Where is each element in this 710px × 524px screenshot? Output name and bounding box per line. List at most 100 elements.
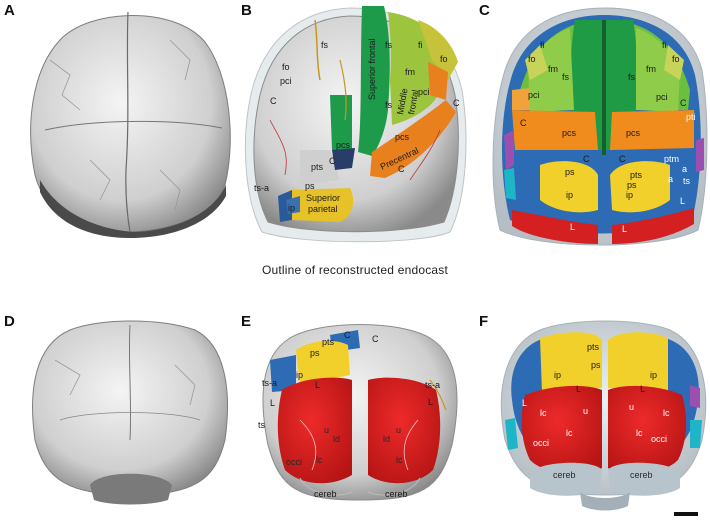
label-l: L	[315, 380, 320, 390]
label-a: a	[682, 164, 687, 174]
label-fs: fs	[385, 40, 393, 50]
label-lc: lc	[566, 428, 573, 438]
label-l: L	[622, 224, 627, 234]
label-ps: ps	[565, 167, 575, 177]
label-lc: lc	[316, 455, 323, 465]
label-occi: occi	[533, 438, 549, 448]
label-ps: ps	[627, 180, 637, 190]
label-u: u	[396, 425, 401, 435]
label-ts-a: ts-a	[425, 380, 440, 390]
label-parietal: parietal	[308, 204, 338, 214]
label-u: u	[324, 425, 329, 435]
label-pcs: pcs	[626, 128, 641, 138]
label-fs: fs	[628, 72, 636, 82]
label-pci: pci	[418, 87, 430, 97]
label-pts: pts	[630, 170, 643, 180]
endocast-top-view: fi fi fo fo fs fs fm fm pci pci pcs pcs …	[492, 7, 708, 246]
panel-label-d: D	[4, 313, 15, 330]
label-c: C	[520, 118, 527, 128]
label-fo: fo	[282, 62, 290, 72]
label-l: L	[576, 384, 581, 394]
label-a: a	[668, 174, 673, 184]
label-fm: fm	[548, 64, 558, 74]
label-c: C	[329, 156, 336, 166]
label-l: L	[428, 397, 433, 407]
label-superior-frontal: Superior frontal	[367, 38, 377, 100]
label-fi: fi	[540, 40, 545, 50]
label-c: C	[398, 164, 405, 174]
label-ip: ip	[296, 370, 303, 380]
label-ip: ip	[288, 203, 295, 213]
label-c: C	[344, 330, 351, 340]
endocast-skull-top-view: fs fs fi fm fo fo pci pci fs C C pcs pcs…	[244, 6, 467, 243]
label-pcs: pcs	[562, 128, 577, 138]
label-u: u	[583, 406, 588, 416]
panel-label-a: A	[4, 2, 15, 19]
label-u: u	[629, 402, 634, 412]
label-fs: fs	[321, 40, 329, 50]
label-fs: fs	[385, 100, 393, 110]
figure-caption: Outline of reconstructed endocast	[261, 263, 449, 277]
label-fo: fo	[672, 54, 680, 64]
label-ts: ts	[683, 176, 691, 186]
label-ts-a: ts-a	[254, 183, 269, 193]
scale-bar	[674, 512, 698, 516]
skull-top-view	[30, 11, 231, 238]
label-ip: ip	[626, 190, 633, 200]
label-ld: ld	[333, 434, 340, 444]
label-fo: fo	[528, 54, 536, 64]
label-c: C	[583, 154, 590, 164]
label-lc: lc	[540, 408, 547, 418]
skull-posterior-view	[32, 320, 228, 505]
label-pci: pci	[280, 76, 292, 86]
label-cereb: cereb	[385, 489, 408, 499]
label-l: L	[522, 398, 527, 408]
label-pci: pci	[528, 90, 540, 100]
label-fi: fi	[662, 40, 667, 50]
label-pti: pti	[686, 112, 696, 122]
label-cereb: cereb	[553, 470, 576, 480]
label-lc: lc	[636, 428, 643, 438]
label-ptm: ptm	[664, 154, 679, 164]
label-lc: lc	[663, 408, 670, 418]
label-pci: pci	[656, 92, 668, 102]
label-pcs: pcs	[395, 132, 410, 142]
label-l: L	[570, 222, 575, 232]
panel-label-e: E	[241, 313, 252, 330]
label-frontal: frontal	[406, 89, 420, 115]
endocast-posterior-view: pts ps ip ip L L L u u lc lc lc lc occi …	[500, 320, 707, 511]
label-cereb: cereb	[630, 470, 653, 480]
label-ip: ip	[566, 190, 573, 200]
label-l: L	[680, 196, 685, 206]
label-ld: ld	[383, 434, 390, 444]
label-superior: Superior	[306, 193, 340, 203]
label-ip: ip	[650, 370, 657, 380]
label-ps: ps	[591, 360, 601, 370]
label-c: C	[372, 334, 379, 344]
label-ts-a: ts-a	[262, 378, 277, 388]
label-l: L	[640, 384, 645, 394]
label-c: C	[680, 98, 687, 108]
label-middle: Middle	[395, 87, 409, 115]
label-cereb: cereb	[314, 489, 337, 499]
label-pts: pts	[587, 342, 600, 352]
label-ip: ip	[554, 370, 561, 380]
panel-label-c: C	[479, 2, 490, 19]
endocast-skull-posterior-view: pts C C ps ip L L L ts-a ts-a ts ld ld u…	[258, 324, 458, 501]
panel-label-b: B	[241, 2, 252, 19]
label-occi: occi	[286, 457, 302, 467]
label-ps: ps	[305, 181, 315, 191]
label-lc: lc	[396, 455, 403, 465]
label-l: L	[270, 398, 275, 408]
label-c: C	[453, 98, 460, 108]
label-occi: occi	[651, 434, 667, 444]
label-fs: fs	[562, 72, 570, 82]
label-pts: pts	[311, 162, 324, 172]
label-fo: fo	[440, 54, 448, 64]
label-c: C	[270, 96, 277, 106]
panel-label-f: F	[479, 313, 489, 330]
label-ts: ts	[258, 420, 266, 430]
label-fm: fm	[405, 67, 415, 77]
label-pts: pts	[322, 337, 335, 347]
